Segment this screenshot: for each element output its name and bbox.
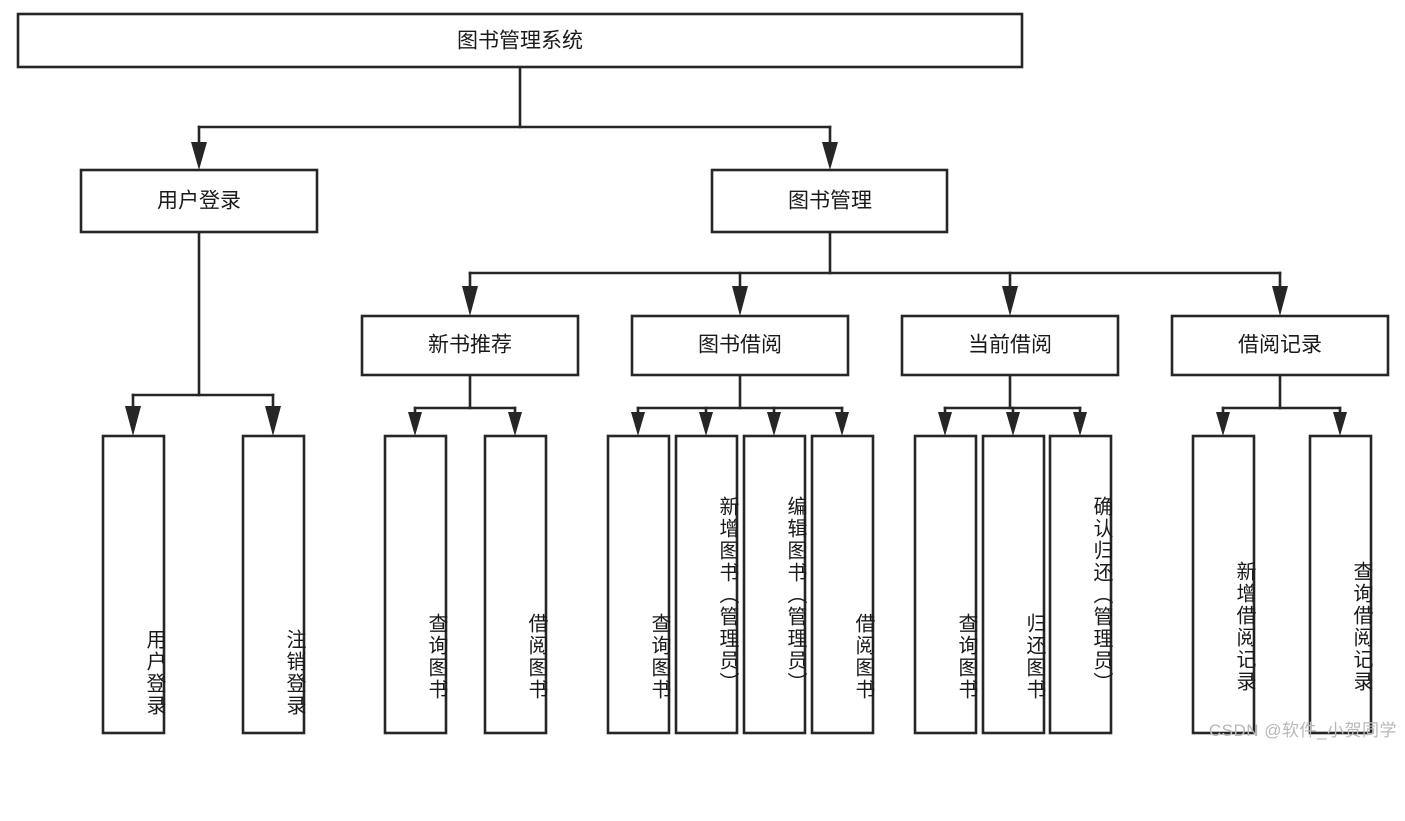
connector-group-new-book-recommend-to-leaves xyxy=(408,373,522,436)
arrowhead-leaf-add-record xyxy=(1216,412,1230,436)
node-borrow-record[interactable]: 借阅记录 xyxy=(1170,314,1390,377)
connector-group-current-borrow-to-leaves xyxy=(938,373,1087,436)
leaf-query-record-box[interactable] xyxy=(1308,434,1373,735)
leaf-logout-box[interactable] xyxy=(241,434,306,735)
leaf-box-group xyxy=(101,434,1373,735)
connector-group-book-manage-to-level3 xyxy=(462,230,1288,316)
arrowhead-leaf-user-login xyxy=(125,406,141,436)
node-root[interactable]: 图书管理系统 xyxy=(16,12,1024,69)
connector-group-borrow-record-to-leaves xyxy=(1216,373,1347,436)
csdn-watermark: CSDN @软件_小贺同学 xyxy=(1208,721,1397,740)
connector-group-book-borrow-to-leaves xyxy=(631,373,849,436)
node-new-book-recommend-label: 新书推荐 xyxy=(428,334,512,357)
node-new-book-recommend-box[interactable] xyxy=(360,314,580,377)
leaf-add-record-box[interactable] xyxy=(1191,434,1256,735)
leaf-return-book-box[interactable] xyxy=(981,434,1046,735)
arrowhead-leaf-add-book xyxy=(699,412,713,436)
arrowhead-leaf-borrow-book xyxy=(835,412,849,436)
node-current-borrow-label: 当前借阅 xyxy=(968,334,1052,357)
arrowhead-new-book-recommend xyxy=(462,286,478,316)
arrowhead-leaf-logout xyxy=(265,406,281,436)
node-book-borrow[interactable]: 图书借阅 xyxy=(630,314,850,377)
leaf-query-book-cur-box[interactable] xyxy=(913,434,978,735)
arrowhead-book-manage xyxy=(822,142,838,170)
leaf-query-book-rec-box[interactable] xyxy=(383,434,448,735)
node-current-borrow[interactable]: 当前借阅 xyxy=(900,314,1120,377)
arrowhead-leaf-query-book-borrow xyxy=(631,412,645,436)
arrowhead-current-borrow xyxy=(1002,286,1018,316)
arrowhead-user-login xyxy=(191,142,207,170)
arrowhead-leaf-query-record xyxy=(1333,412,1347,436)
node-current-borrow-box[interactable] xyxy=(900,314,1120,377)
leaf-borrow-book-box[interactable] xyxy=(810,434,875,735)
connector-group-user-login-to-leaves xyxy=(125,230,281,436)
node-user-login[interactable]: 用户登录 xyxy=(79,168,319,234)
leaf-user-login-box[interactable] xyxy=(101,434,166,735)
node-borrow-record-label: 借阅记录 xyxy=(1238,334,1322,357)
flowchart-canvas: 图书管理系统 用户登录 图书管理 新书推荐 图书借阅 当前借阅 借阅记录 xyxy=(16,12,1397,740)
node-book-manage-label: 图书管理 xyxy=(788,190,872,213)
node-user-login-box[interactable] xyxy=(79,168,319,234)
leaf-edit-book-box[interactable] xyxy=(742,434,807,735)
arrowhead-leaf-query-book-rec xyxy=(408,412,422,436)
arrowhead-leaf-query-book-cur xyxy=(938,412,952,436)
node-book-manage[interactable]: 图书管理 xyxy=(710,168,949,234)
node-borrow-record-box[interactable] xyxy=(1170,314,1390,377)
arrowhead-leaf-return-book xyxy=(1006,412,1020,436)
node-user-login-label: 用户登录 xyxy=(157,190,241,213)
leaf-borrow-book-rec-box[interactable] xyxy=(483,434,548,735)
arrowhead-leaf-confirm-return xyxy=(1073,412,1087,436)
node-new-book-recommend[interactable]: 新书推荐 xyxy=(360,314,580,377)
tree-diagram-svg: 图书管理系统 用户登录 图书管理 新书推荐 图书借阅 当前借阅 借阅记录 xyxy=(16,12,1390,735)
node-book-borrow-label: 图书借阅 xyxy=(698,334,782,357)
leaf-query-book-borrow-box[interactable] xyxy=(606,434,671,735)
node-root-box[interactable] xyxy=(16,12,1024,69)
arrowhead-leaf-edit-book xyxy=(767,412,781,436)
arrowhead-book-borrow xyxy=(732,286,748,316)
node-book-borrow-box[interactable] xyxy=(630,314,850,377)
leaf-confirm-return-box[interactable] xyxy=(1048,434,1113,735)
node-book-manage-box[interactable] xyxy=(710,168,949,234)
node-root-label: 图书管理系统 xyxy=(457,30,583,53)
arrowhead-leaf-borrow-book-rec xyxy=(508,412,522,436)
arrowhead-borrow-record xyxy=(1272,286,1288,316)
leaf-add-book-box[interactable] xyxy=(674,434,739,735)
connector-group-root-to-level2 xyxy=(191,65,838,170)
